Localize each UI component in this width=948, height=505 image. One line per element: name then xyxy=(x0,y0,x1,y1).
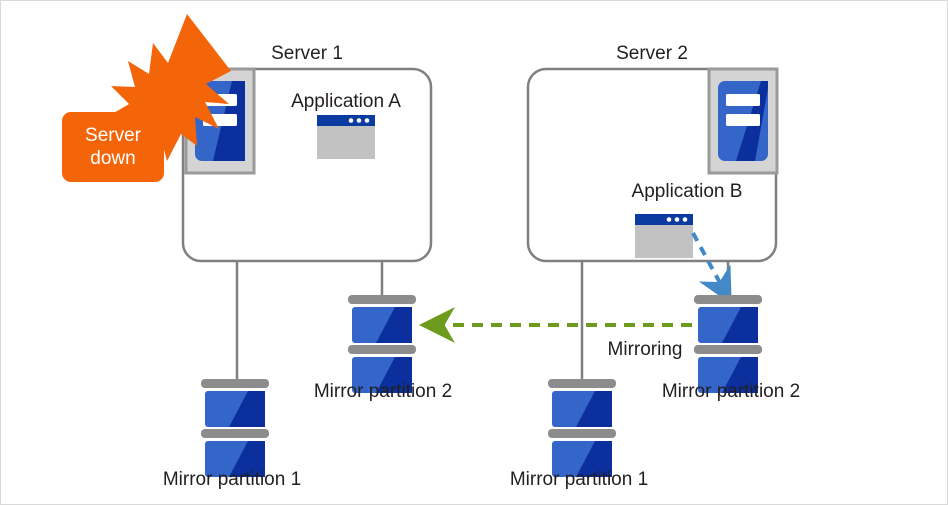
server-2-mirror-partition-1-label: Mirror partition 1 xyxy=(509,469,649,490)
application-access-arrow xyxy=(691,232,732,305)
server-down-badge-line-2: down xyxy=(90,148,136,169)
server-2-title: Server 2 xyxy=(616,43,688,64)
application-a-window-icon xyxy=(317,115,375,159)
server-1-mirror-partition-1-icon xyxy=(201,379,269,477)
server-down-badge-line-1: Server xyxy=(85,125,141,146)
server-2-mirror-partition-2-label: Mirror partition 2 xyxy=(661,381,801,402)
server-1-mirror-partition-1-label: Mirror partition 1 xyxy=(162,469,302,490)
server-down-badge[interactable]: Server down xyxy=(62,112,164,182)
server-2-mirror-partition-1-icon xyxy=(548,379,616,477)
server-1-mirror-partition-2-icon xyxy=(348,295,416,393)
server-1-title: Server 1 xyxy=(271,43,343,64)
application-a-label: Application A xyxy=(291,91,401,112)
mirroring-label: Mirroring xyxy=(607,339,683,360)
server-1-mirror-partition-2-label: Mirror partition 2 xyxy=(313,381,453,402)
server-2-rack-icon xyxy=(707,67,779,175)
application-b-label: Application B xyxy=(631,181,743,202)
server-1-connectors xyxy=(235,261,384,383)
application-b-window-icon xyxy=(635,214,693,258)
server-2-mirror-partition-2-icon xyxy=(694,295,762,393)
